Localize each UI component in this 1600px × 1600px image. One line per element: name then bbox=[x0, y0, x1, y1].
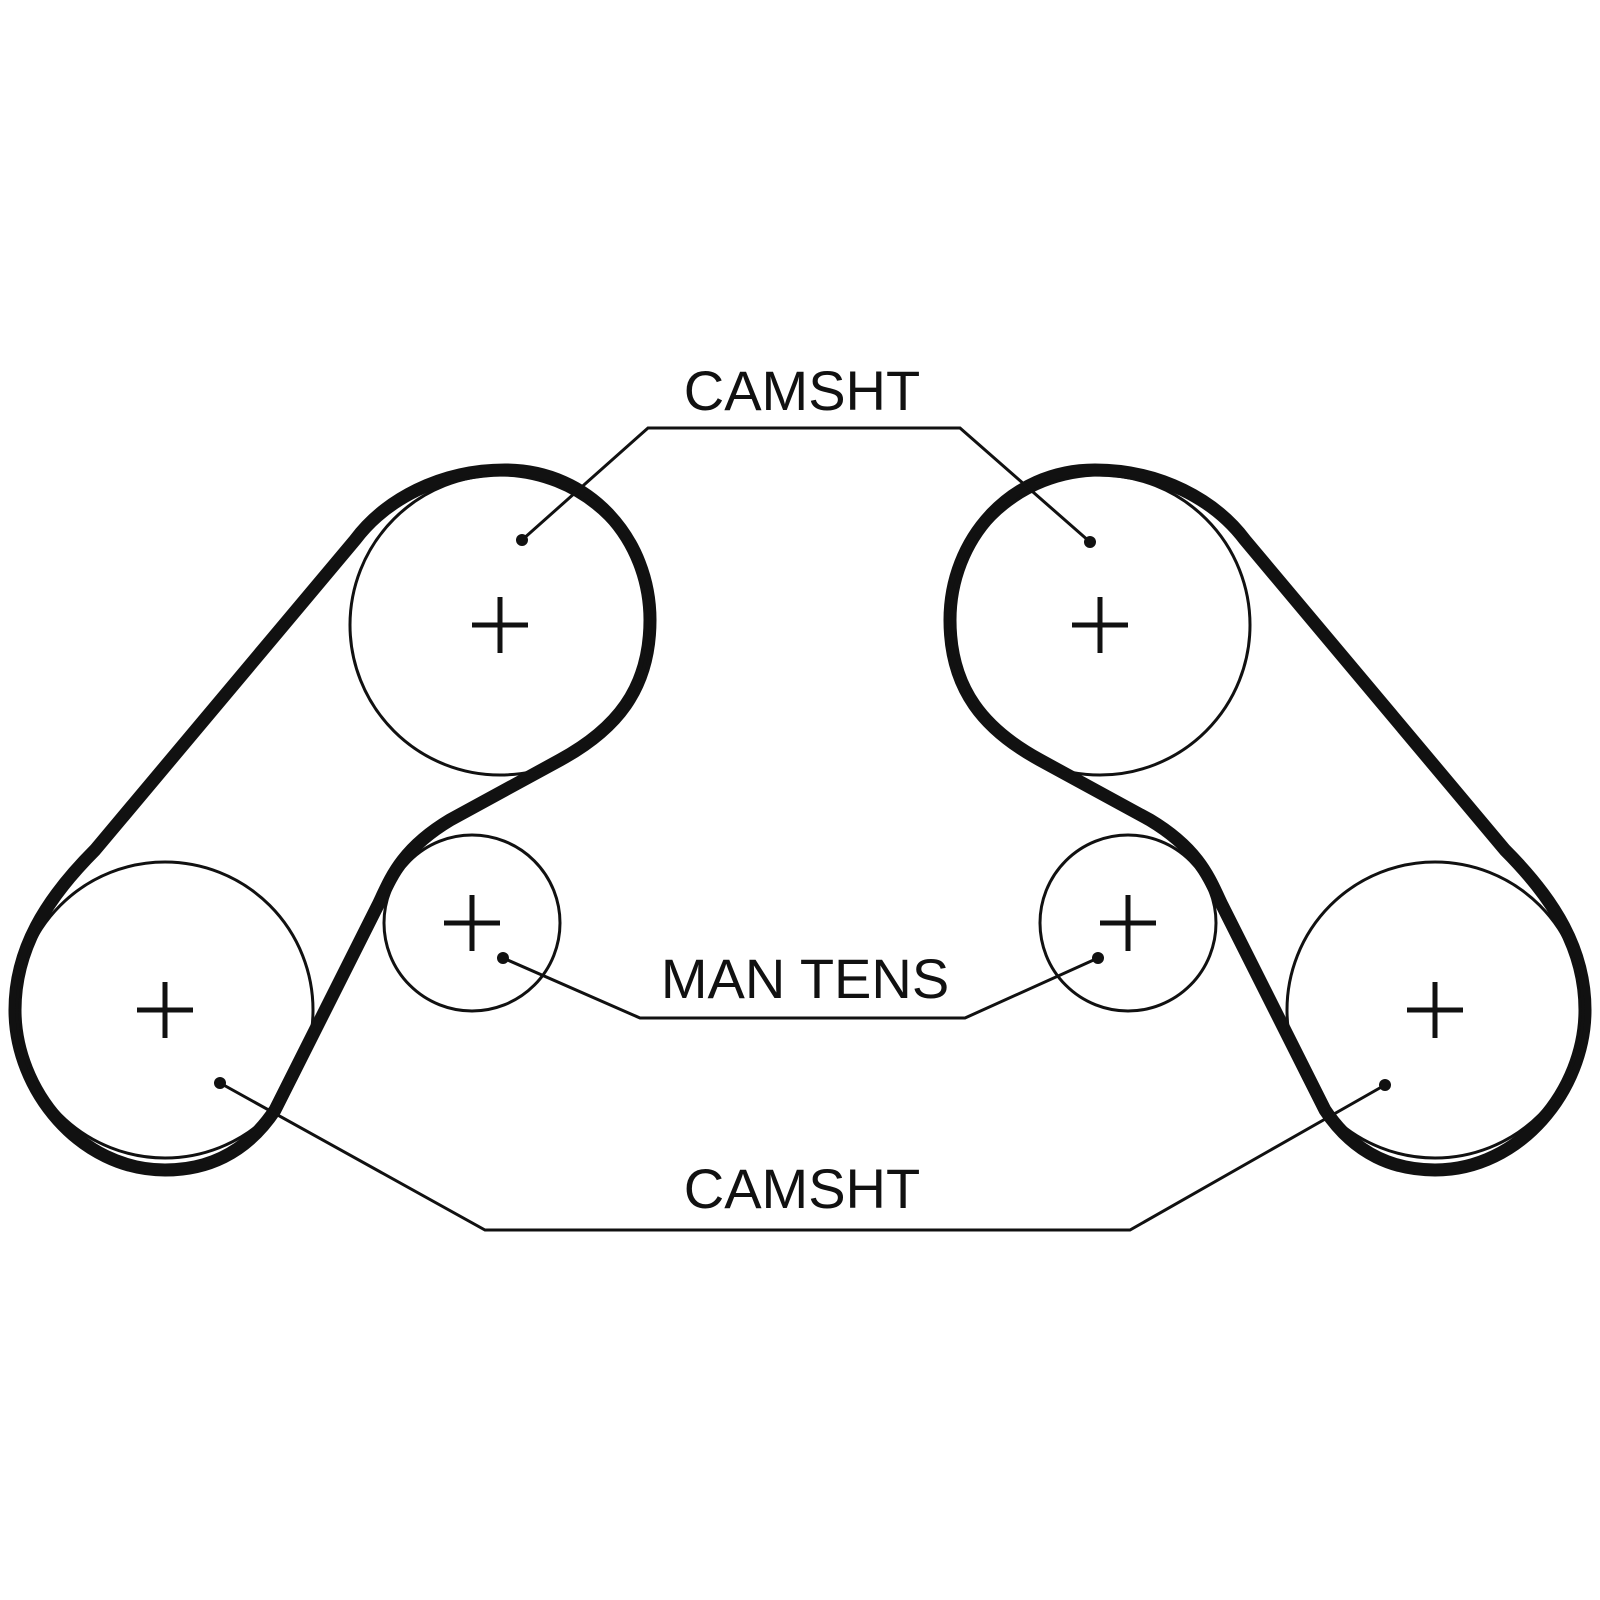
camshaft-bottom-leader bbox=[219, 1081, 1386, 1232]
camshaft-top-right-dot bbox=[1084, 536, 1096, 548]
camshaft-top-left-dot bbox=[516, 534, 528, 546]
tensioner-leader bbox=[502, 956, 1099, 1020]
right-camshaft-pulley bbox=[948, 473, 1252, 777]
left-tensioner-pulley bbox=[382, 833, 562, 1013]
left-lower-camshaft-pulley bbox=[15, 860, 315, 1160]
camshaft-top-label: CAMSHT bbox=[684, 359, 920, 422]
camshaft-bottom-left-dot bbox=[214, 1077, 226, 1089]
timing-belt bbox=[8, 463, 1592, 1177]
camshaft-bottom-label: CAMSHT bbox=[684, 1157, 920, 1220]
tensioner-left-dot bbox=[497, 952, 509, 964]
camshaft-top-leader bbox=[521, 426, 1091, 544]
left-camshaft-pulley bbox=[348, 473, 652, 777]
tensioner-label: MAN TENS bbox=[661, 947, 949, 1010]
camshaft-bottom-right-dot bbox=[1379, 1079, 1391, 1091]
right-lower-camshaft-pulley bbox=[1285, 860, 1585, 1160]
right-tensioner-pulley bbox=[1038, 833, 1218, 1013]
tensioner-right-dot bbox=[1092, 952, 1104, 964]
